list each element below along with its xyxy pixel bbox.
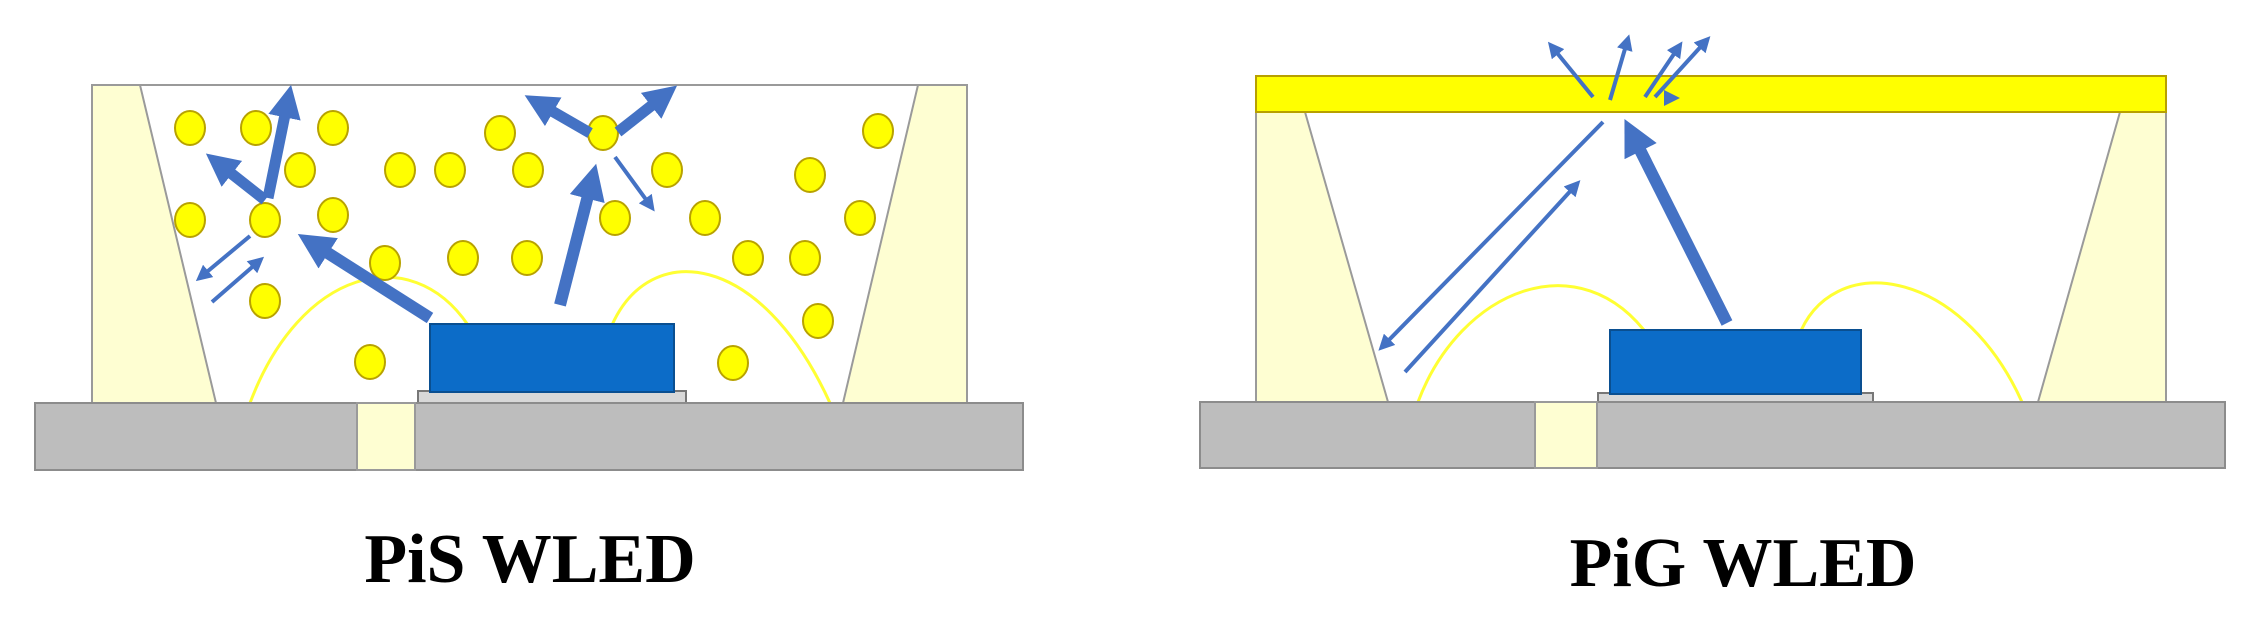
phosphor-particle xyxy=(512,152,544,188)
phosphor-particle xyxy=(484,115,516,151)
pis-light-rays xyxy=(195,84,678,324)
phosphor-particle xyxy=(317,110,349,146)
phosphor-particle xyxy=(174,202,206,238)
pis-wled-panel: PiS WLED xyxy=(34,84,1024,598)
pig-bond-wire-right xyxy=(1796,281,2024,403)
phosphor-particle xyxy=(794,157,826,193)
phosphor-particle xyxy=(689,200,721,236)
phosphor-particle xyxy=(447,240,479,276)
phosphor-particle xyxy=(717,345,749,381)
light-ray-arrow xyxy=(1378,120,1605,351)
light-ray-arrow xyxy=(1608,34,1633,101)
light-ray-arrow xyxy=(1653,36,1711,99)
phosphor-particle xyxy=(862,113,894,149)
light-ray-arrow xyxy=(1624,118,1733,326)
phosphor-particle xyxy=(240,110,272,146)
pig-glass-plate xyxy=(1255,75,2167,113)
pig-substrate-gap xyxy=(1534,401,1598,469)
light-ray-arrow xyxy=(613,155,655,212)
pig-led-chip xyxy=(1609,329,1862,395)
pis-bond-wire-right xyxy=(610,270,832,404)
phosphor-particle xyxy=(732,240,764,276)
light-ray-arrow xyxy=(614,85,678,137)
light-ray-arrow xyxy=(297,233,434,324)
pis-phosphor-particles xyxy=(174,110,894,381)
pis-substrate-gap xyxy=(356,402,416,471)
phosphor-particle xyxy=(384,152,416,188)
pig-bond-wire-left xyxy=(1416,284,1652,403)
phosphor-particle xyxy=(844,200,876,236)
phosphor-particle xyxy=(284,152,316,188)
phosphor-particle xyxy=(249,283,281,319)
light-ray-arrow xyxy=(1643,41,1683,99)
pig-wled-panel: PiG WLED xyxy=(1199,34,2226,602)
pis-substrate xyxy=(34,402,1024,471)
phosphor-particle xyxy=(369,245,401,281)
light-ray-arrow xyxy=(205,153,269,205)
phosphor-particle xyxy=(511,240,543,276)
phosphor-particle xyxy=(317,197,349,233)
pig-light-rays xyxy=(1378,34,1733,374)
light-ray-arrow xyxy=(554,163,605,307)
light-ray-arrow xyxy=(524,95,593,138)
pis-led-chip xyxy=(429,323,675,393)
pis-bond-wire-left xyxy=(248,275,470,404)
phosphor-particle xyxy=(587,115,619,151)
light-ray-arrow xyxy=(195,234,252,282)
pig-substrate xyxy=(1199,401,2226,469)
phosphor-particle xyxy=(599,200,631,236)
pig-caption: PiG WLED xyxy=(1570,525,1917,602)
phosphor-particle xyxy=(651,152,683,188)
phosphor-particle xyxy=(249,202,281,238)
phosphor-particle xyxy=(354,344,386,380)
light-ray-arrow xyxy=(1547,41,1595,99)
phosphor-particle xyxy=(434,152,466,188)
light-ray-arrow xyxy=(262,84,301,200)
pis-caption: PiS WLED xyxy=(364,521,695,598)
light-ray-arrow xyxy=(210,256,265,304)
phosphor-particle xyxy=(802,303,834,339)
phosphor-particle xyxy=(789,240,821,276)
phosphor-particle xyxy=(174,110,206,146)
light-ray-arrow xyxy=(1403,180,1581,374)
